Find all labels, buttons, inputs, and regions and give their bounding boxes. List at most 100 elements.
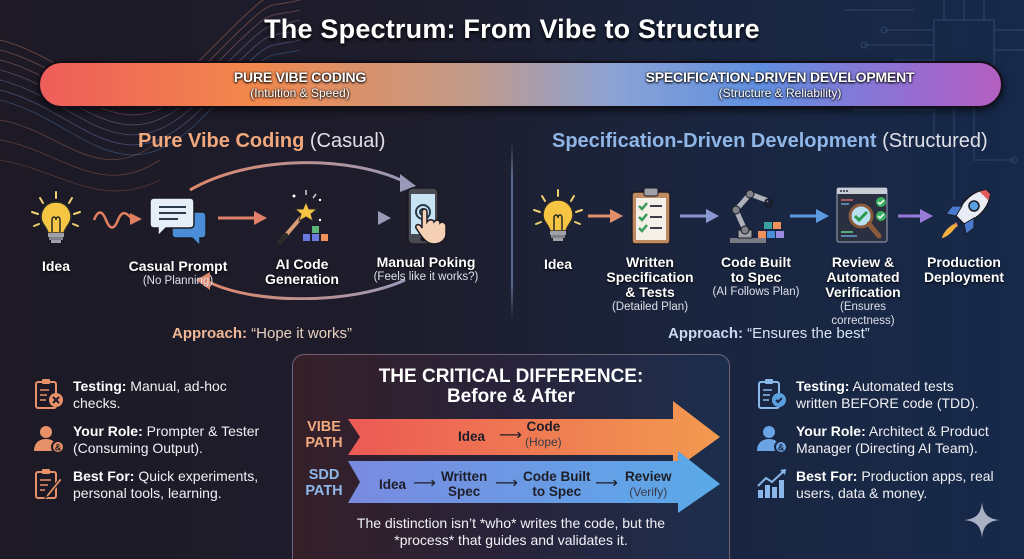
clipboard-check-icon [631, 187, 671, 245]
vibe-approach: Approach: “Hope it works” [172, 325, 352, 342]
step-sublabel: (No Planning) [142, 275, 214, 287]
spectrum-gradient-bar: PURE VIBE CODING (Intuition & Speed) SPE… [38, 61, 1003, 108]
vibe-path-step: Idea [458, 429, 486, 444]
sparkle-icon [964, 502, 1000, 538]
step-sublabel: (Detailed Plan) [611, 301, 689, 313]
vibe-step-idea: Idea [26, 190, 86, 274]
sdd-title-bold: Specification-Driven Development [552, 130, 877, 152]
vibe-attr-role: & Your Role: Prompter & Tester (Consumin… [33, 423, 273, 457]
vibe-path-step: Code(Hope) [525, 419, 562, 449]
approach-value: “Hope it works” [251, 325, 353, 342]
approach-label: Approach: [668, 325, 743, 342]
clipboard-check-icon [758, 379, 786, 409]
vibe-loop-arcs [189, 161, 416, 300]
step-sublabel: (Ensures correctness) [831, 301, 895, 327]
step-label: Casual Prompt [128, 258, 228, 274]
section-divider [511, 140, 513, 320]
flow-arrow-icon [898, 209, 933, 223]
sdd-approach: Approach: “Ensures the best” [668, 325, 870, 342]
notepad-pencil-icon [35, 469, 63, 500]
step-sublabel: (Feels like it works?) [373, 271, 479, 283]
step-label: Manual Poking [376, 254, 476, 270]
growth-chart-icon [757, 469, 786, 498]
spectrum-left-title: PURE VIBE CODING [233, 69, 367, 85]
sdd-attr-testing: Testing: Automated tests written BEFORE … [756, 378, 996, 412]
svg-text:&: & [778, 443, 785, 453]
sdd-step-idea: Idea [528, 188, 588, 272]
flow-arrow-icon [680, 209, 719, 223]
sdd-section-title: Specification-Driven Development (Struct… [552, 130, 988, 153]
vibe-section-title: Pure Vibe Coding (Casual) [138, 130, 385, 153]
step-label: Idea [543, 256, 572, 272]
attr-text: Your Role: Architect & Product Manager (… [796, 423, 989, 456]
sdd-attr-role: & Your Role: Architect & Product Manager… [756, 423, 996, 457]
attr-text: Testing: Automated tests written BEFORE … [796, 378, 979, 411]
step-sublabel: (AI Follows Plan) [712, 286, 800, 298]
spectrum-right-subtitle: (Structure & Reliability) [718, 86, 842, 100]
attr-text: Best For: Quick experiments, personal to… [73, 468, 259, 501]
critical-difference-footer: The distinction isn’t *who* writes the c… [356, 515, 666, 548]
clipboard-x-icon [35, 379, 63, 409]
attr-text: Testing: Manual, ad-hoc checks. [73, 378, 227, 411]
lightbulb-icon [31, 191, 81, 243]
magic-wand-icon [278, 190, 328, 244]
critical-difference-panel: THE CRITICAL DIFFERENCE:Before & After V… [292, 354, 730, 559]
sdd-attr-best-for: Best For: Production apps, real users, d… [756, 468, 996, 502]
arrow-right-icon: ⟶ [595, 475, 618, 492]
code-review-magnifier-icon [836, 187, 888, 243]
sdd-path-step: Review(Verify) [625, 469, 672, 499]
arrow-right-icon: ⟶ [495, 475, 518, 492]
approach-value: “Ensures the best” [747, 325, 870, 342]
spectrum-left-label: PURE VIBE CODING (Intuition & Speed) [220, 69, 380, 100]
sdd-path-arrow [348, 451, 720, 513]
attr-text: Your Role: Prompter & Tester (Consuming … [73, 423, 260, 456]
user-icon: & [34, 426, 65, 454]
robot-arm-icon [730, 189, 784, 243]
flow-arrow-icon [218, 211, 267, 225]
vibe-attr-best-for: Best For: Quick experiments, personal to… [33, 468, 273, 502]
vibe-step-casual-prompt: Casual Prompt (No Planning) [128, 190, 228, 288]
vibe-title-light: (Casual) [309, 130, 386, 152]
spectrum-right-title: SPECIFICATION-DRIVEN DEVELOPMENT [645, 69, 915, 85]
flow-arrow-icon [790, 209, 829, 223]
squiggle-arrow-icon [92, 211, 142, 229]
spectrum-left-subtitle: (Intuition & Speed) [250, 86, 350, 100]
sdd-title-light: (Structured) [882, 130, 988, 152]
rocket-icon [942, 189, 991, 238]
vibe-title-bold: Pure Vibe Coding [138, 130, 305, 152]
approach-label: Approach: [172, 325, 247, 342]
user-icon: & [757, 426, 788, 454]
lightbulb-icon [533, 189, 583, 241]
sdd-attributes-list: Testing: Automated tests written BEFORE … [756, 378, 996, 513]
vibe-attributes-list: Testing: Manual, ad-hoc checks. & Your R… [33, 378, 273, 513]
sdd-path-step: Idea [379, 477, 407, 492]
flow-arrow-icon [588, 209, 623, 223]
critical-difference-title: THE CRITICAL DIFFERENCE:Before & After [378, 366, 644, 407]
attr-text: Best For: Production apps, real users, d… [796, 468, 994, 501]
svg-text:&: & [55, 443, 62, 453]
chat-bubbles-icon [149, 197, 207, 248]
arrow-right-icon: ⟶ [499, 427, 522, 444]
vibe-path-arrow [348, 401, 720, 471]
arrow-right-icon: ⟶ [413, 475, 436, 492]
spectrum-right-label: SPECIFICATION-DRIVEN DEVELOPMENT (Struct… [600, 69, 960, 100]
vibe-step-manual-poking: Manual Poking (Feels like it works?) [366, 186, 486, 284]
flow-arrow-icon [340, 211, 391, 225]
phone-tap-icon [407, 187, 447, 245]
page-title: The Spectrum: From Vibe to Structure [264, 14, 760, 44]
step-label: Idea [41, 258, 70, 274]
